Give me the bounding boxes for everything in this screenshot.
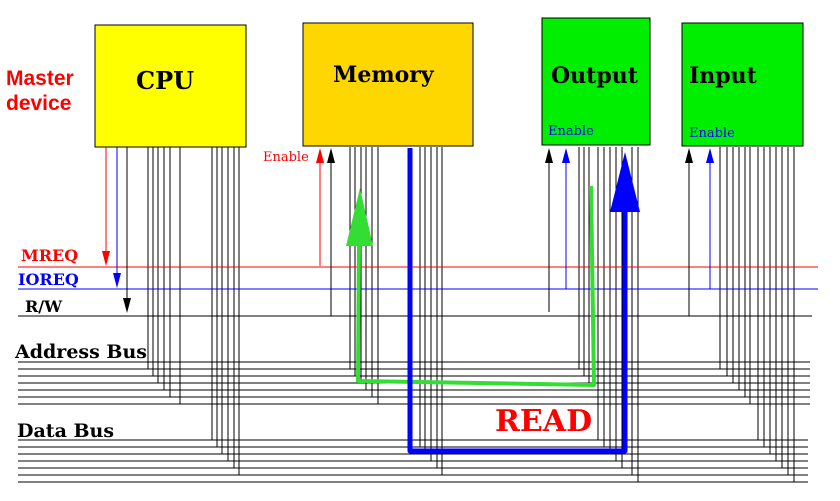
data-path (407, 148, 628, 454)
master-label-line2: device (6, 92, 71, 115)
output-enable-label: Enable (548, 124, 594, 139)
cpu-label: CPU (136, 66, 194, 95)
memory-enable-label: Enable (263, 150, 309, 165)
output-rw-arrow (545, 148, 553, 163)
output-label: Output (551, 63, 639, 89)
cpu-mreq-arrow (102, 251, 110, 266)
address-bus-label: Address Bus (14, 341, 147, 363)
bus-lines (18, 361, 810, 483)
memory-enable-arrow (316, 148, 324, 163)
data-path-arrow (610, 152, 640, 212)
address-path-arrow (346, 188, 373, 246)
input-box (681, 22, 804, 147)
rw-label: R/W (25, 297, 63, 316)
cpu-rw-arrow (123, 298, 131, 313)
master-label-line1: Master (6, 67, 74, 90)
memory-box (302, 22, 474, 147)
device-connection-lines (147, 147, 795, 482)
input-enable-label: Enable (689, 126, 735, 141)
data-bus-label: Data Bus (17, 420, 114, 442)
input-enable-arrow (706, 148, 714, 163)
memory-label: Memory (333, 62, 435, 88)
ioreq-label: IOREQ (18, 270, 79, 289)
output-enable-arrow (562, 148, 570, 163)
read-label: READ (495, 404, 592, 439)
memory-rw-arrow (327, 148, 335, 163)
input-rw-arrow (685, 148, 693, 163)
address-path (356, 185, 596, 387)
input-label: Input (689, 63, 758, 89)
cpu-ioreq-arrow (113, 273, 121, 288)
cpu-box (94, 24, 247, 148)
output-box (541, 17, 651, 146)
mreq-label: MREQ (21, 246, 78, 265)
